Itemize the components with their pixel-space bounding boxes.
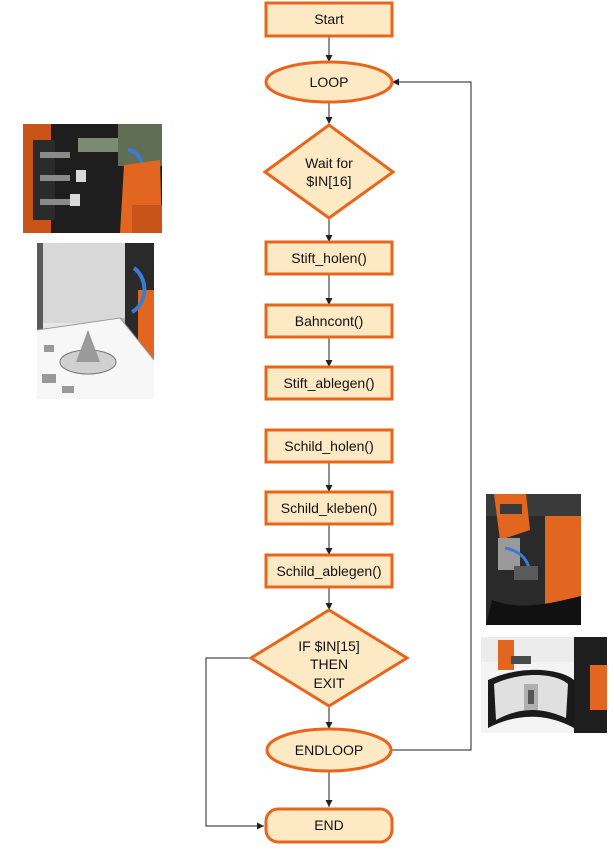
robot-sign-gripper-photo — [486, 494, 581, 625]
node-end: END — [264, 807, 394, 844]
node-wait-line-1: Wait for — [305, 155, 353, 171]
robot-gripper-photo — [23, 124, 162, 233]
edge-if-exit-end — [205, 657, 264, 830]
node-schild-kleben-label: Schild_kleben() — [281, 500, 378, 516]
node-endloop-label: ENDLOOP — [295, 742, 363, 758]
node-end-label: END — [314, 817, 344, 833]
robot-sign-gluing-photo — [481, 637, 607, 733]
node-bahncont: Bahncont() — [264, 303, 394, 339]
node-if-line-2: THEN — [310, 656, 348, 672]
node-bahncont-label: Bahncont() — [295, 313, 363, 329]
node-stift-holen-label: Stift_holen() — [291, 250, 366, 266]
node-if-line-3: EXIT — [313, 675, 345, 691]
node-start-label: Start — [314, 11, 344, 27]
node-schild-holen: Schild_holen() — [264, 428, 394, 464]
edge-endloop-back-loop — [390, 78, 472, 751]
node-schild-ablegen-label: Schild_ablegen() — [276, 563, 381, 579]
node-stift-ablegen: Stift_ablegen() — [264, 365, 394, 401]
node-loop: LOOP — [264, 60, 394, 104]
robot-pen-drawing-photo — [37, 243, 154, 399]
node-endloop: ENDLOOP — [265, 727, 393, 773]
node-stift-holen: Stift_holen() — [264, 240, 394, 276]
node-schild-holen-label: Schild_holen() — [284, 438, 374, 454]
node-if: IF $IN[15] THEN EXIT — [248, 608, 410, 708]
node-stift-ablegen-label: Stift_ablegen() — [283, 375, 374, 391]
node-schild-kleben: Schild_kleben() — [264, 490, 394, 526]
edges — [205, 36, 472, 830]
node-if-line-1: IF $IN[15] — [298, 638, 359, 654]
node-schild-ablegen: Schild_ablegen() — [264, 553, 394, 589]
node-wait-line-2: $IN[16] — [306, 173, 351, 189]
node-loop-label: LOOP — [310, 74, 349, 90]
node-start: Start — [264, 1, 394, 38]
node-wait: Wait for $IN[16] — [262, 123, 396, 220]
